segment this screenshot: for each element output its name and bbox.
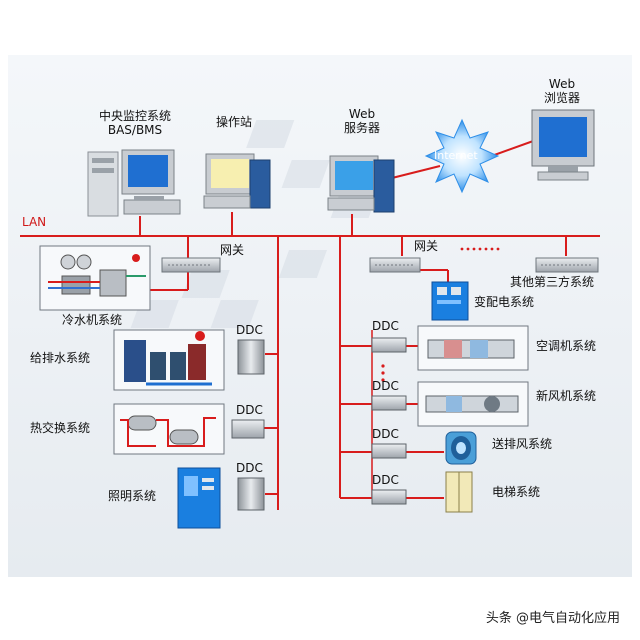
central-monitoring-line2: BAS/BMS — [107, 122, 163, 137]
web-browser-label: Web 浏览器 — [534, 77, 590, 106]
ddc-right-1-label: DDC — [372, 319, 399, 333]
web-browser-terminal — [531, 109, 595, 181]
ddc-right-3-label: DDC — [372, 427, 399, 441]
water-supply-panel — [113, 329, 225, 391]
fresh-air-label: 新风机系统 — [536, 389, 597, 403]
fresh-air-panel — [417, 381, 529, 427]
heat-exchange-label: 热交换系统 — [30, 421, 91, 435]
web-browser-line1: Web — [548, 77, 576, 91]
heat-exchange-panel — [113, 403, 225, 455]
central-monitoring-label: 中央监控系统 BAS/BMS — [80, 109, 190, 138]
chiller-label: 冷水机系统 — [62, 313, 123, 327]
background-tiles — [130, 120, 379, 368]
ddc-right-2-label: DDC — [372, 379, 399, 393]
lighting-cabinet — [177, 467, 221, 529]
gateway-third-party-device — [535, 257, 599, 273]
web-server-line1: Web — [348, 107, 376, 121]
chiller-panel — [39, 245, 151, 311]
ahu-panel — [417, 325, 529, 371]
central-monitoring-line1: 中央监控系统 — [98, 109, 171, 123]
watermark: 头条 @电气自动化应用 — [485, 611, 620, 626]
ddc-left-2-label: DDC — [236, 403, 263, 417]
exhaust-fan — [445, 431, 477, 465]
exhaust-label: 送排风系统 — [492, 437, 553, 451]
web-server-line2: 服务器 — [343, 120, 380, 135]
internet-label: Internet — [434, 149, 478, 162]
water-system-label: 给排水系统 — [30, 351, 91, 365]
lan-label: LAN — [22, 215, 47, 229]
gateway-right-device — [369, 257, 421, 273]
web-server-label: Web 服务器 — [334, 107, 390, 136]
elevator-label: 电梯系统 — [492, 485, 541, 499]
gateway-right-label: 网关 — [414, 239, 439, 253]
internet-cloud — [424, 118, 500, 194]
ahu-label: 空调机系统 — [536, 339, 597, 353]
gateway-left-label: 网关 — [220, 243, 245, 257]
gateway-left-device — [161, 257, 221, 273]
ddc-left-3-label: DDC — [236, 461, 263, 475]
ddc-right-devices — [371, 337, 407, 505]
third-party-label: 其他第三方系统 — [510, 275, 595, 289]
substation-cabinet — [431, 281, 469, 321]
web-browser-line2: 浏览器 — [543, 90, 580, 105]
ellipsis-dots — [381, 364, 385, 382]
lighting-label: 照明系统 — [108, 489, 157, 503]
elevator-door — [445, 471, 473, 513]
central-workstation — [87, 149, 181, 217]
substation-label: 变配电系统 — [474, 295, 535, 309]
gateway-ellipsis-dots — [460, 247, 500, 251]
ddc-left-1-label: DDC — [236, 323, 263, 337]
web-server — [327, 155, 395, 213]
ddc-left-cabinets — [231, 339, 265, 511]
operator-station — [203, 153, 271, 209]
ddc-right-4-label: DDC — [372, 473, 399, 487]
operator-station-label: 操作站 — [216, 115, 253, 129]
